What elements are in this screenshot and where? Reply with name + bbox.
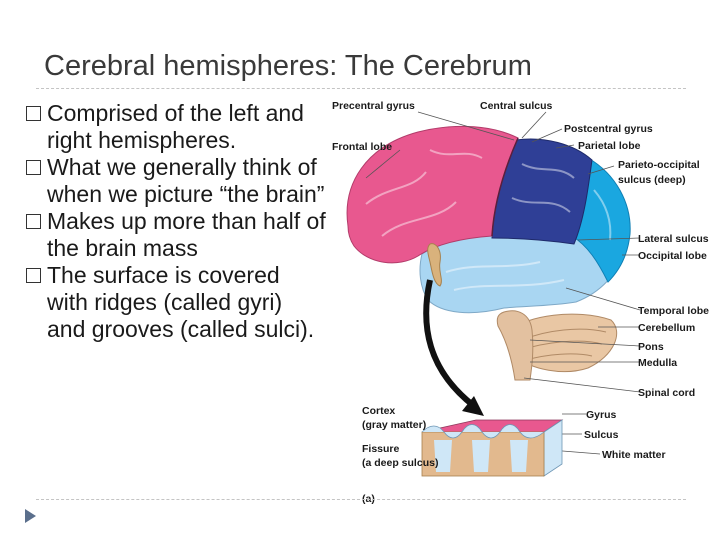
label-gyrus: Gyrus <box>586 409 617 421</box>
label-parieto-occipital-deep: sulcus (deep) <box>618 174 686 186</box>
bullet-text: What we generally think of when we pictu… <box>47 154 325 207</box>
bullet-box-icon <box>26 106 41 121</box>
brainstem-region <box>496 310 534 381</box>
leader-lines <box>365 111 641 455</box>
label-parieto-occipital: Parieto-occipital <box>618 159 700 171</box>
label-spinal-cord: Spinal cord <box>638 387 695 399</box>
label-sulcus: Sulcus <box>584 429 619 441</box>
bullet-item: What we generally think of when we pictu… <box>26 154 326 208</box>
bullet-text: Comprised of the left and right hemisphe… <box>47 100 304 153</box>
label-medulla: Medulla <box>638 357 677 369</box>
bullet-item: Makes up more than half of the brain mas… <box>26 208 326 262</box>
bullet-box-icon <box>26 268 41 283</box>
next-slide-arrow-icon[interactable] <box>22 508 38 524</box>
label-cerebellum: Cerebellum <box>638 322 695 334</box>
label-lateral-sulcus: Lateral sulcus <box>638 233 709 245</box>
slide-title: Cerebral hemispheres: The Cerebrum <box>44 50 532 82</box>
footer-divider <box>36 499 686 500</box>
label-pons: Pons <box>638 341 664 353</box>
bullet-text: The surface is covered with ridges (call… <box>47 262 315 342</box>
bullet-item: The surface is covered with ridges (call… <box>26 262 326 343</box>
label-central-sulcus: Central sulcus <box>480 100 553 112</box>
bullet-box-icon <box>26 160 41 175</box>
label-frontal-lobe: Frontal lobe <box>332 141 392 153</box>
bullet-list: Comprised of the left and right hemisphe… <box>26 100 326 343</box>
bullet-item: Comprised of the left and right hemisphe… <box>26 100 326 154</box>
zoom-arrowhead-icon <box>462 396 484 416</box>
label-occipital-lobe: Occipital lobe <box>638 250 707 262</box>
cortex-cross-section <box>421 419 564 477</box>
zoom-arrow <box>423 279 476 409</box>
label-cortex-gray-matter: (gray matter) <box>362 419 426 431</box>
label-fissure-deep-sulcus: (a deep sulcus) <box>362 457 438 469</box>
insula-region <box>427 243 442 287</box>
label-parietal-lobe: Parietal lobe <box>578 140 641 152</box>
label-fissure: Fissure <box>362 443 400 455</box>
brain-diagram: Precentral gyrus Central sulcus Postcent… <box>332 100 709 505</box>
label-cortex: Cortex <box>362 405 395 417</box>
gyri-texture <box>365 149 612 291</box>
bullet-box-icon <box>26 214 41 229</box>
central-sulcus-line <box>491 137 519 237</box>
label-precentral-gyrus: Precentral gyrus <box>332 100 415 112</box>
label-white-matter: White matter <box>602 449 666 461</box>
label-temporal-lobe: Temporal lobe <box>638 305 709 317</box>
label-postcentral-gyrus: Postcentral gyrus <box>564 123 653 135</box>
bullet-text: Makes up more than half of the brain mas… <box>47 208 326 261</box>
title-divider <box>36 88 686 89</box>
